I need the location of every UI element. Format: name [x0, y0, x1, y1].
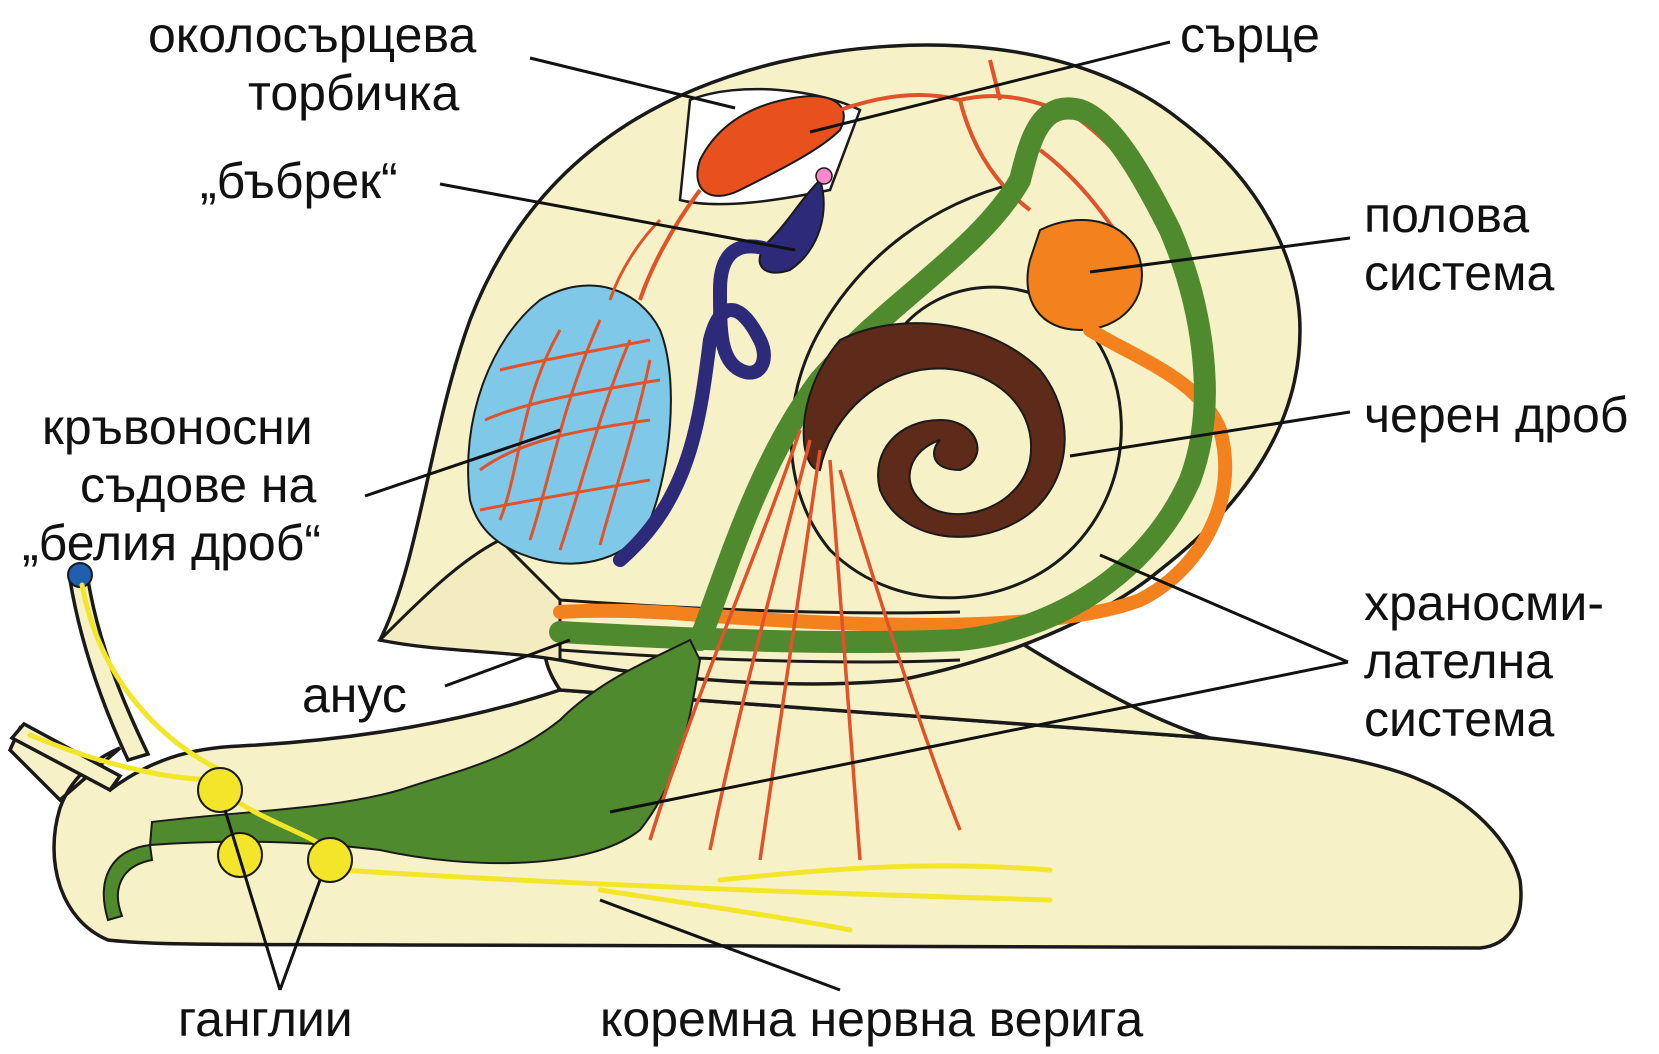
ganglion-rear: [308, 838, 352, 882]
ganglion-upper: [198, 768, 242, 812]
kidney-pore: [816, 168, 832, 184]
label-vessels-line2: съдове на: [80, 457, 317, 513]
label-digestive-line3: система: [1364, 691, 1554, 747]
label-pericardium-line1: околосърцева: [148, 7, 476, 63]
label-vessels-line3: „белия дроб“: [22, 515, 321, 571]
label-ganglia: ганглии: [178, 991, 353, 1047]
eye-stalk: [70, 580, 148, 760]
leader-digestive-a: [1100, 555, 1348, 662]
label-reproductive-line1: полова: [1364, 187, 1529, 243]
leader-pericardium: [530, 58, 735, 108]
label-digestive-line1: храносми-: [1364, 575, 1604, 631]
label-pericardium-line2: торбичка: [248, 65, 460, 121]
label-kidney: „бъбрек“: [200, 153, 398, 209]
label-vessels-line1: кръвоносни: [42, 399, 313, 455]
label-anus: анус: [302, 667, 407, 723]
label-nerve-chain: коремна нервна верига: [600, 991, 1143, 1047]
label-digestive-line2: лателна: [1364, 633, 1553, 689]
label-liver: черен дроб: [1364, 387, 1628, 443]
label-reproductive-line2: система: [1364, 245, 1554, 301]
label-heart: сърце: [1180, 7, 1320, 63]
reproductive-gland: [1027, 220, 1141, 330]
